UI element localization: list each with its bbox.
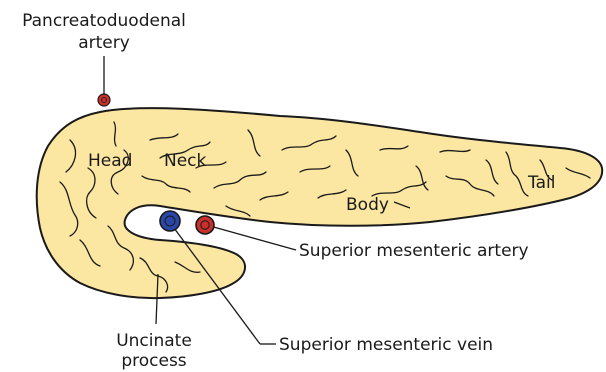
leader-superior-mesenteric-artery	[210, 226, 296, 250]
label-uncinate-process-line2: process	[121, 351, 186, 371]
label-body: Body	[346, 195, 389, 215]
label-pancreatoduodenal-artery-line1: Pancreatoduodenal	[22, 11, 186, 31]
label-uncinate-process-line1: Uncinate	[116, 331, 192, 351]
pancreatoduodenal-artery-vessel	[98, 94, 110, 106]
label-neck: Neck	[164, 151, 207, 171]
label-pancreatoduodenal-artery-line2: artery	[78, 33, 130, 53]
label-superior-mesenteric-vein: Superior mesenteric vein	[279, 335, 493, 355]
superior-mesenteric-vein-vessel	[160, 211, 180, 231]
label-tail: Tail	[527, 173, 555, 193]
label-head: Head	[88, 151, 132, 171]
label-superior-mesenteric-artery: Superior mesenteric artery	[299, 241, 529, 261]
superior-mesenteric-artery-vessel	[196, 216, 214, 234]
pancreas-outline	[37, 108, 602, 298]
